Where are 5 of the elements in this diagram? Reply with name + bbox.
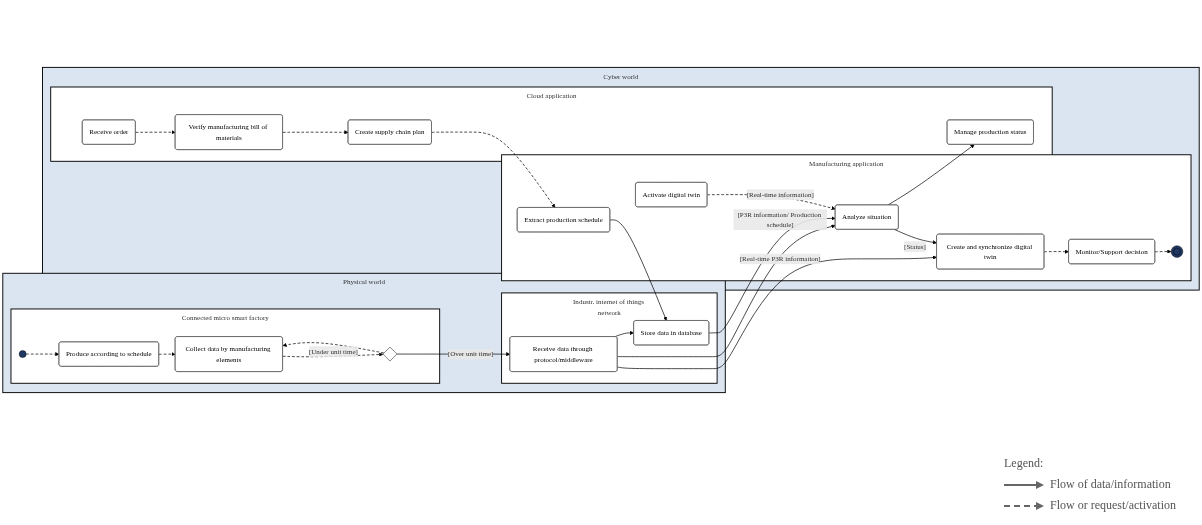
legend-text: Flow of data/information [1050,477,1171,492]
legend-text: Flow or request/activation [1050,498,1176,513]
node-diamond [382,346,398,362]
node-circle [18,350,27,358]
legend-heading: Legend: [1004,456,1045,471]
